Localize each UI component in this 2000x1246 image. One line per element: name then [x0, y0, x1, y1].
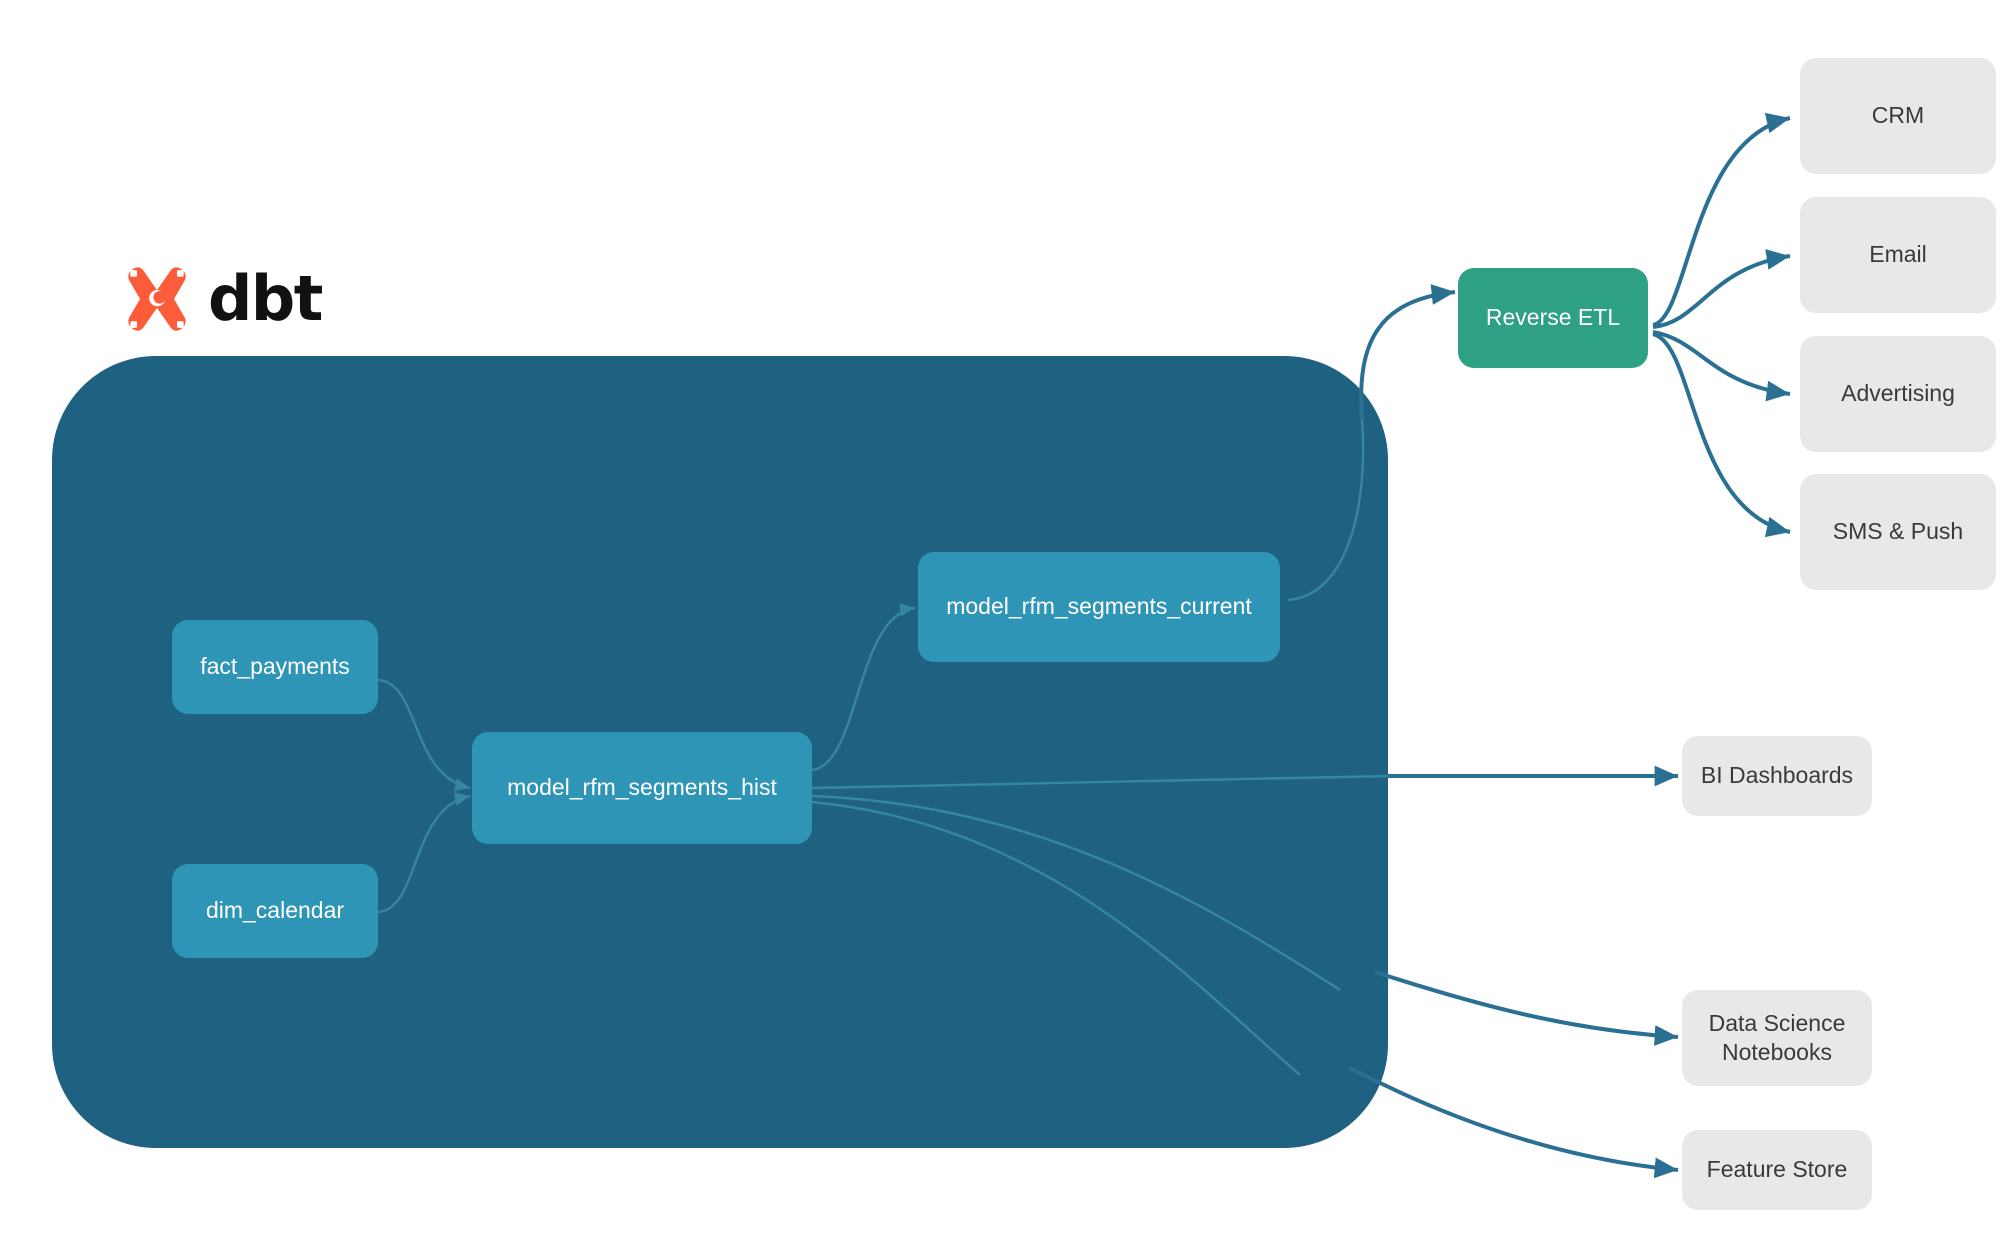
node-data-science-notebooks[interactable]: Data Science Notebooks [1682, 990, 1872, 1086]
edge-reverse-etl-to-sms-push [1652, 332, 1791, 538]
node-dim-calendar[interactable]: dim_calendar [172, 864, 378, 958]
node-bi-dashboards[interactable]: BI Dashboards [1682, 736, 1872, 816]
edge-current-to-reverse-etl [1359, 284, 1456, 421]
node-crm[interactable]: CRM [1800, 58, 1996, 174]
node-label: fact_payments [200, 653, 350, 680]
node-label: SMS & Push [1832, 518, 1964, 545]
node-reverse-etl[interactable]: Reverse ETL [1458, 268, 1648, 368]
node-sms-push[interactable]: SMS & Push [1800, 474, 1996, 590]
node-label: CRM [1871, 102, 1925, 129]
node-label: Email [1869, 241, 1927, 268]
node-model-rfm-segments-current[interactable]: model_rfm_segments_current [918, 552, 1280, 662]
node-label: model_rfm_segments_hist [507, 774, 777, 801]
dbt-wordmark: dbt [208, 262, 323, 335]
node-email[interactable]: Email [1800, 197, 1996, 313]
edge-reverse-etl-to-advertising [1652, 330, 1791, 402]
node-label: dim_calendar [205, 897, 345, 924]
edge-reverse-etl-to-crm [1652, 112, 1791, 327]
edge-reverse-etl-to-email [1652, 249, 1791, 329]
node-feature-store[interactable]: Feature Store [1682, 1130, 1872, 1210]
node-label-line2: Notebooks [1722, 1039, 1832, 1065]
node-label: Feature Store [1706, 1156, 1848, 1183]
node-label: model_rfm_segments_current [946, 593, 1252, 620]
dbt-logo: dbt [120, 258, 330, 340]
node-model-rfm-segments-hist[interactable]: model_rfm_segments_hist [472, 732, 812, 844]
node-fact-payments[interactable]: fact_payments [172, 620, 378, 714]
edge-to-data-science-notebooks [1374, 970, 1679, 1046]
node-label: Reverse ETL [1485, 304, 1621, 331]
node-label: Advertising [1841, 380, 1955, 407]
dbt-logo-mark-icon [128, 267, 186, 331]
node-label-line1: Data Science [1708, 1009, 1846, 1036]
edge-to-feature-store [1349, 1066, 1679, 1179]
node-advertising[interactable]: Advertising [1800, 336, 1996, 452]
node-label: BI Dashboards [1700, 762, 1854, 789]
